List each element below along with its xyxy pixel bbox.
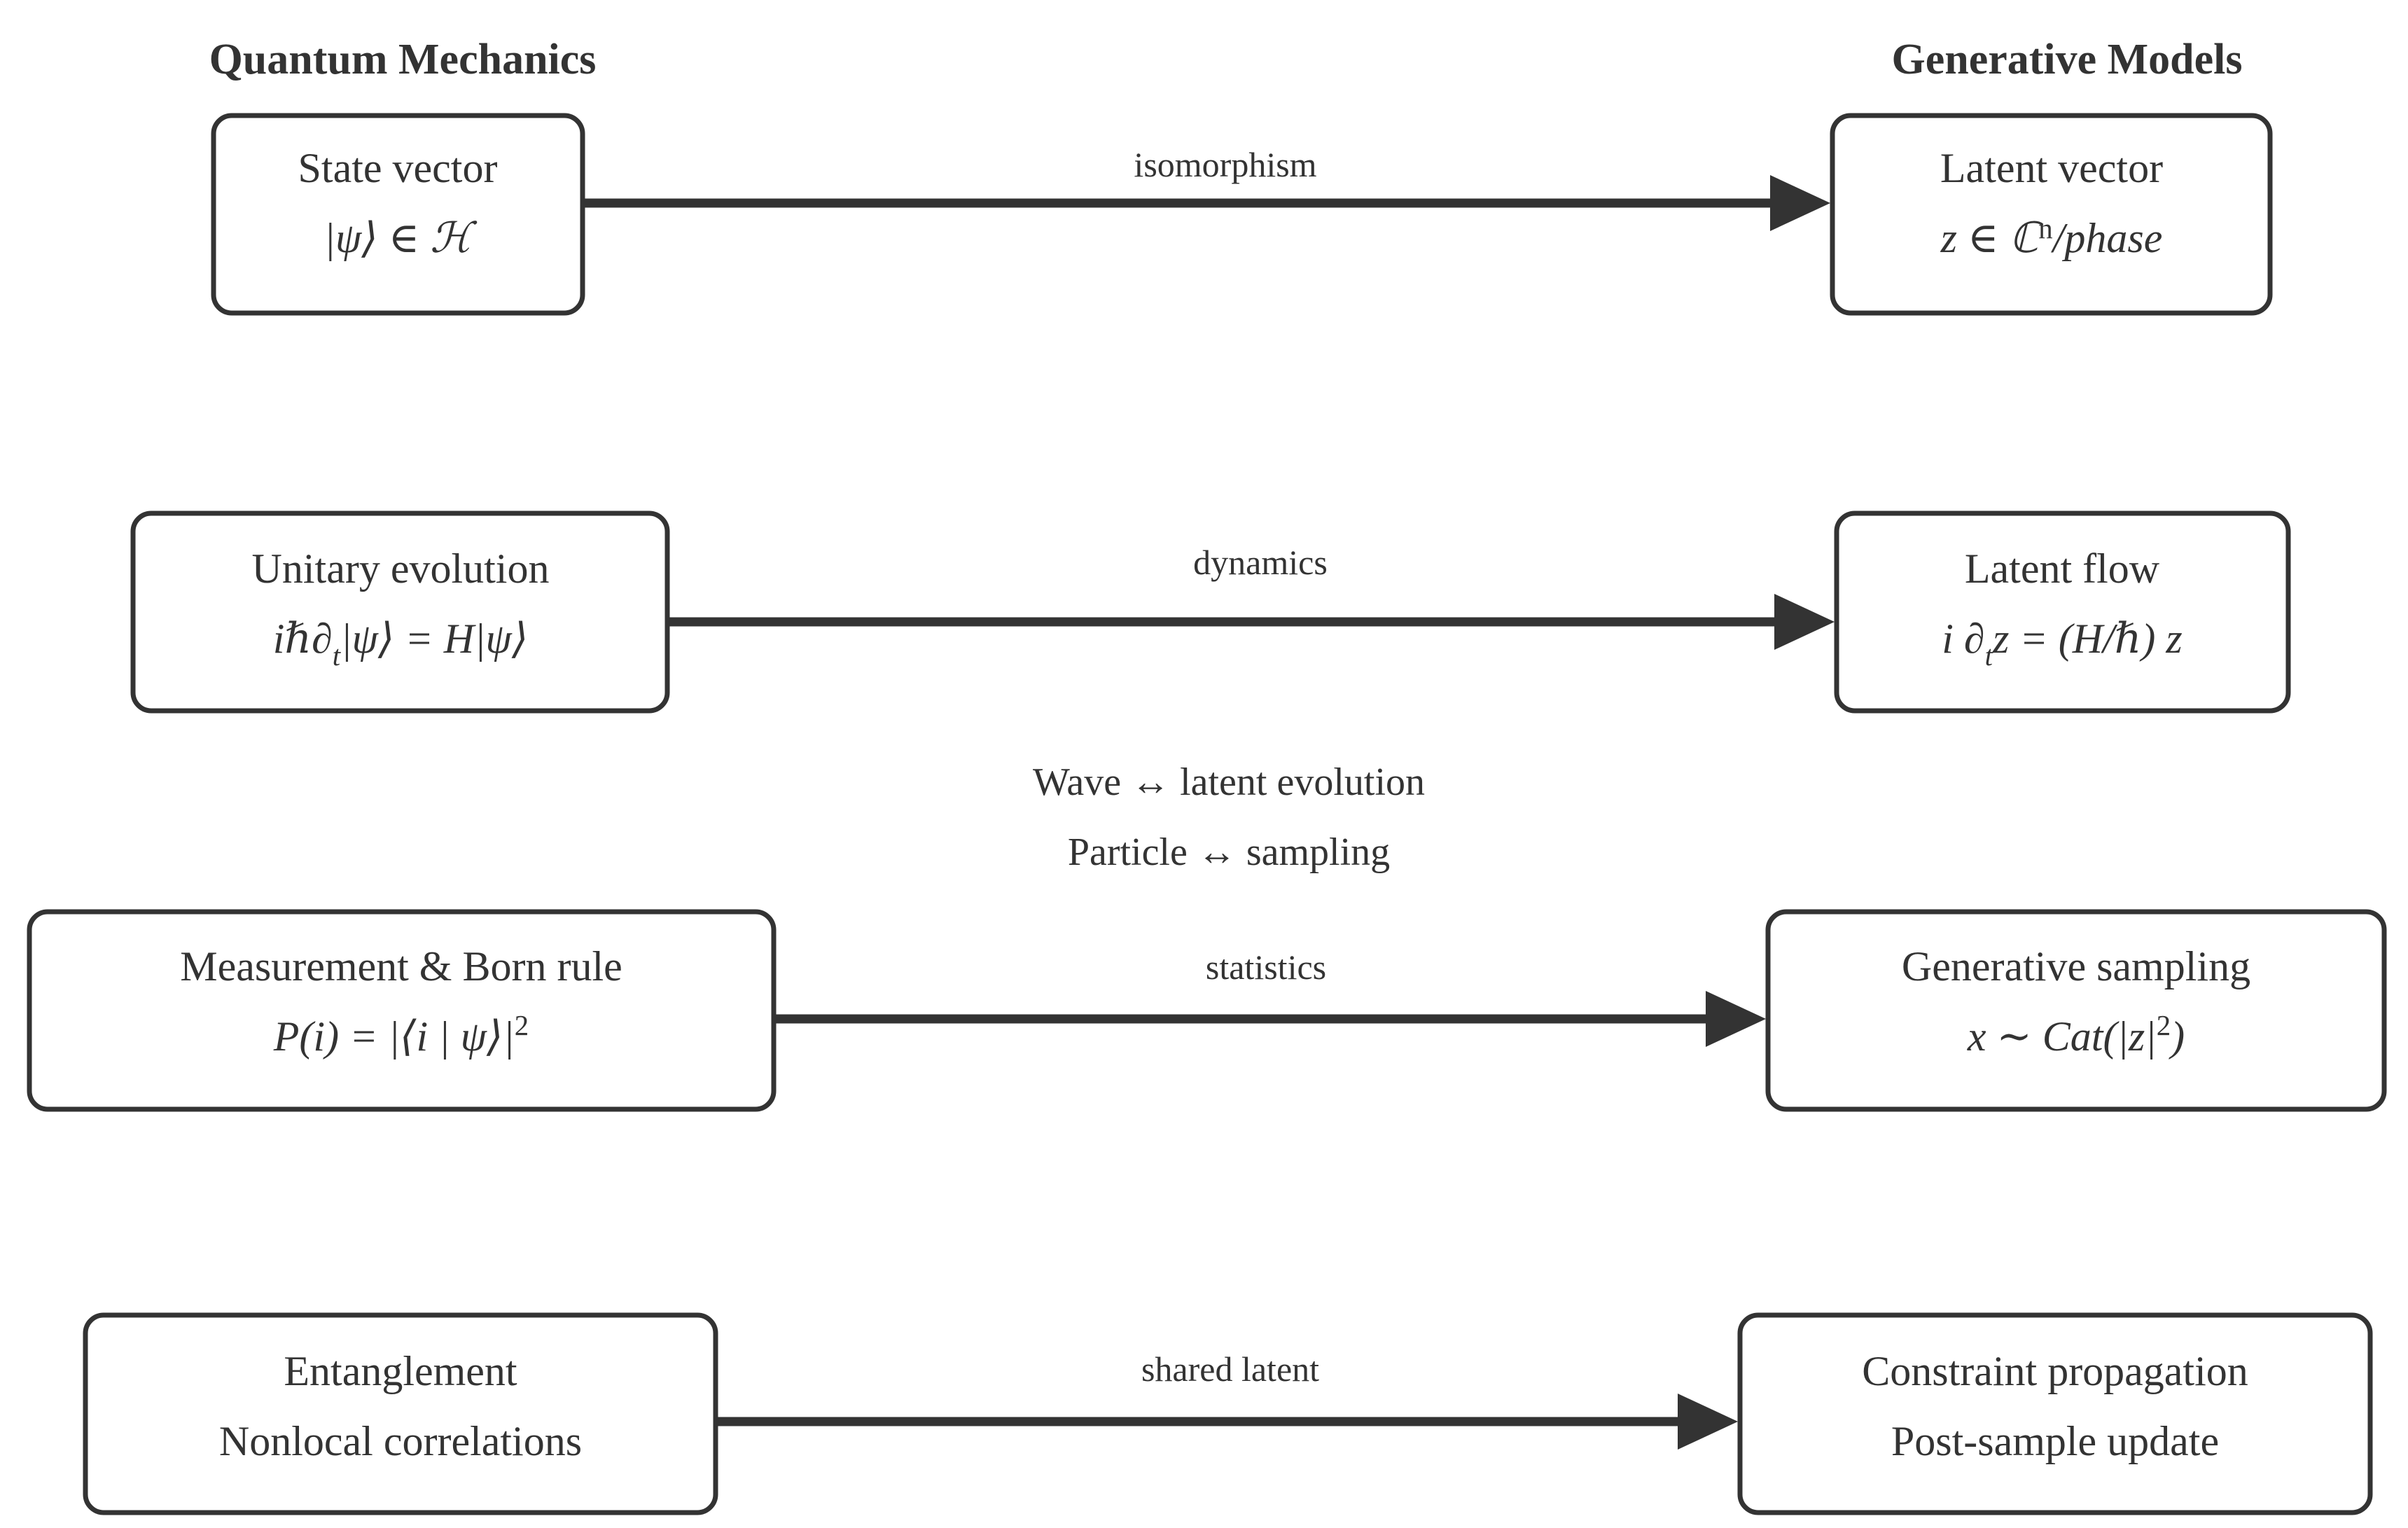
node-unitary-evolution-line2: iℏ∂t|ψ⟩ = H|ψ⟩ [273,616,528,672]
row-measurement: Measurement & Born rule P(i) = |⟨i | ψ⟩|… [27,909,2387,1112]
edge-isomorphism-arrowhead [1770,175,1830,231]
node-state-vector-line2: |ψ⟩ ∈ ℋ [324,215,478,261]
node-generative-sampling-line2-tail: ) [2169,1013,2185,1060]
node-unitary-evolution-line2-tail: |ψ⟩ = H|ψ⟩ [340,616,528,662]
node-generative-sampling-line2-main: x ∼ Cat(|z| [1967,1013,2157,1060]
node-generative-sampling-line2-sup: 2 [2157,1010,2171,1041]
node-measurement-line2-sup: 2 [515,1010,529,1041]
column-header-quantum-mechanics: Quantum Mechanics [209,36,597,83]
node-measurement-line1: Measurement & Born rule [180,943,622,989]
node-entanglement[interactable] [83,1312,718,1515]
node-constraint-propagation-line2: Post-sample update [1891,1418,2219,1464]
column-header-generative-models: Generative Models [1891,36,2242,83]
edge-label-isomorphism: isomorphism [1134,145,1316,184]
middle-note-particle-sampling: Particle ↔ sampling [1068,831,1390,874]
node-latent-flow-line2-tail: z = (H/ℏ) z [1992,616,2183,662]
node-measurement-line2-main: P(i) = |⟨i | ψ⟩| [273,1013,515,1060]
node-measurement-line2: P(i) = |⟨i | ψ⟩|2 [273,1010,529,1060]
node-measurement-born-rule[interactable] [27,909,777,1112]
node-generative-sampling[interactable] [1765,909,2387,1112]
node-latent-flow[interactable] [1834,511,2291,714]
edge-label-statistics: statistics [1206,947,1326,987]
node-constraint-propagation-line1: Constraint propagation [1862,1348,2248,1394]
edge-label-shared-latent: shared latent [1141,1349,1319,1389]
node-latent-flow-line1: Latent flow [1965,546,2160,592]
node-latent-vector-line2: z ∈ ℂn/phase [1940,213,2163,261]
node-latent-flow-line2-sub: t [1985,640,1994,672]
node-latent-vector-line1: Latent vector [1940,145,2163,191]
node-latent-vector-line2-tail: /phase [2051,215,2163,261]
edge-dynamics-arrowhead [1774,594,1835,650]
middle-notes: Wave ↔ latent evolution Particle ↔ sampl… [1033,760,1425,874]
edge-statistics-arrowhead [1706,991,1766,1047]
node-entanglement-line1: Entanglement [284,1348,517,1394]
node-latent-vector-line2-main: z ∈ ℂ [1940,215,2044,261]
row-unitary-evolution: Unitary evolution iℏ∂t|ψ⟩ = H|ψ⟩ dynamic… [130,511,2291,714]
row-entanglement: Entanglement Nonlocal correlations share… [83,1312,2373,1515]
node-state-vector-line1: State vector [298,145,498,191]
node-latent-flow-line2: i ∂tz = (H/ℏ) z [1942,616,2182,672]
node-latent-flow-line2-main: i ∂ [1942,616,1984,662]
node-generative-sampling-line2: x ∼ Cat(|z|2) [1967,1010,2185,1060]
node-latent-vector[interactable] [1830,113,2273,316]
node-state-vector[interactable] [211,113,585,316]
node-unitary-evolution-line2-main: iℏ∂ [273,616,333,662]
node-unitary-evolution-line2-sub: t [333,640,342,672]
node-latent-vector-line2-sup: n [2038,213,2052,244]
middle-note-wave-latent: Wave ↔ latent evolution [1033,760,1425,804]
row-state-vector: State vector |ψ⟩ ∈ ℋ isomorphism Latent … [211,113,2273,316]
node-unitary-evolution-line1: Unitary evolution [252,546,550,592]
node-generative-sampling-line1: Generative sampling [1902,943,2250,989]
edge-shared-latent-arrowhead [1678,1394,1738,1450]
node-unitary-evolution[interactable] [130,511,670,714]
edge-label-dynamics: dynamics [1193,543,1328,582]
node-constraint-propagation[interactable] [1737,1312,2373,1515]
node-entanglement-line2: Nonlocal correlations [219,1418,582,1464]
